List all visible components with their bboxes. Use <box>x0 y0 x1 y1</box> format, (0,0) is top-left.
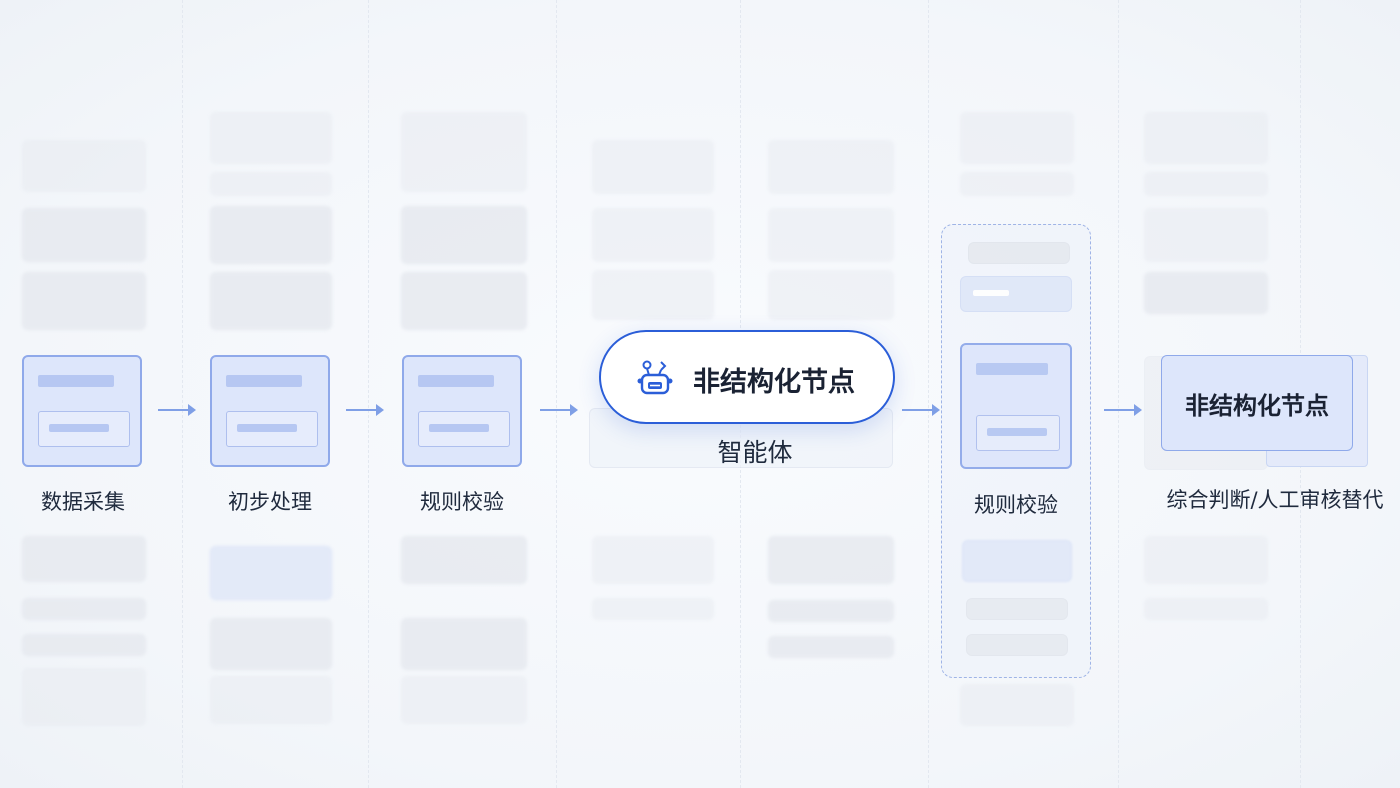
validation-ghost-card <box>960 276 1072 312</box>
final-caption: 综合判断/人工审核替代 <box>1166 488 1384 512</box>
agent-node-label: 非结构化节点 <box>693 367 855 398</box>
step-card-rule-check <box>402 355 522 467</box>
validation-ghost-card <box>962 540 1072 582</box>
arrow-right-icon <box>156 400 198 420</box>
arrow-right-icon <box>344 400 386 420</box>
agent-caption: 智能体 <box>717 438 793 467</box>
final-node-label: 非结构化节点 <box>1185 392 1329 420</box>
arrow-right-icon <box>1102 400 1144 420</box>
agent-node[interactable]: 非结构化节点 <box>599 330 895 424</box>
column-divider <box>368 0 369 788</box>
step-card-rule-check-2 <box>960 343 1072 469</box>
column-divider <box>556 0 557 788</box>
arrow-right-icon <box>538 400 580 420</box>
validation-ghost-bar <box>966 634 1068 656</box>
column-divider <box>928 0 929 788</box>
validation-ghost-bar <box>968 242 1070 264</box>
column-divider <box>182 0 183 788</box>
step-card-preprocessing <box>210 355 330 467</box>
step-label-data-collection: 数据采集 <box>41 490 125 514</box>
step-label-preprocessing: 初步处理 <box>228 490 312 514</box>
final-node-card[interactable]: 非结构化节点 <box>1161 355 1353 451</box>
column-divider <box>1118 0 1119 788</box>
validation-ghost-bar <box>966 598 1068 620</box>
step-label-rule-check: 规则校验 <box>420 490 504 514</box>
step-card-data-collection <box>22 355 142 467</box>
arrow-right-icon <box>900 400 942 420</box>
step-label-rule-check-2: 规则校验 <box>974 493 1058 517</box>
robot-icon <box>635 359 675 399</box>
